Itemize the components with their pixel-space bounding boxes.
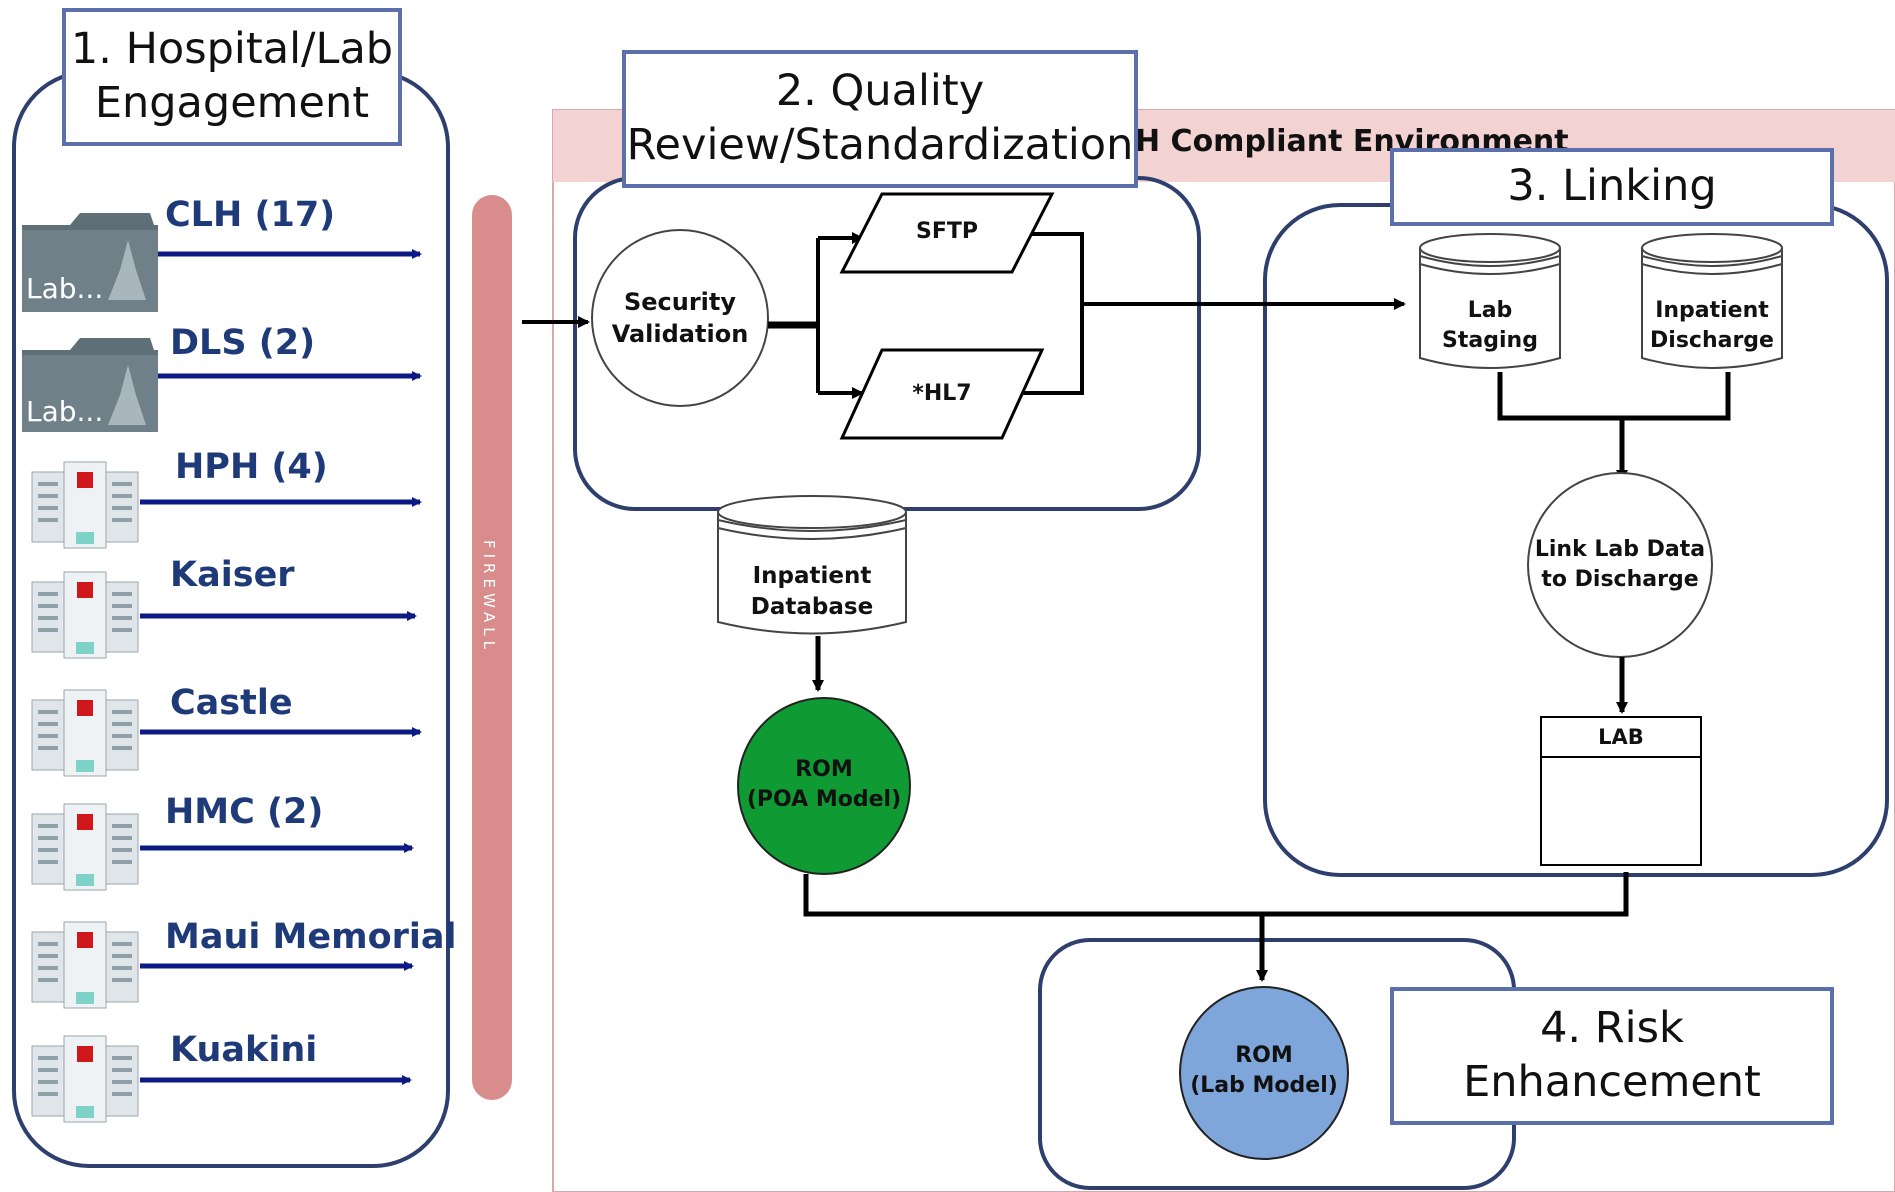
rom-poa-text: ROM (POA Model) [746, 757, 902, 812]
firewall-label: FIREWALL [480, 540, 498, 654]
rom-lab-text: ROM (Lab Model) [1190, 1043, 1338, 1098]
inpatient-discharge-db [1641, 233, 1783, 369]
source-label-kaiser: Kaiser [170, 555, 295, 595]
security-validation-node [591, 229, 769, 407]
hospital-icon [31, 921, 139, 1009]
hospital-icon [31, 689, 139, 777]
lab-folder-icon-text: Lab... [26, 395, 104, 428]
hospital-icon [31, 1035, 139, 1123]
source-label-clh: CLH (17) [165, 195, 336, 235]
link-lab-data-text: Link Lab Data to Discharge [1534, 537, 1706, 592]
security-validation-text: Security Validation [611, 287, 749, 348]
firewall-bar [472, 195, 512, 1100]
lab-table-node [1540, 716, 1702, 866]
hospital-icon [31, 461, 139, 549]
lab-staging-text: Lab Staging [1442, 298, 1538, 353]
lab-folder-icon-text: Lab... [26, 272, 104, 305]
source-label-castle: Castle [170, 683, 293, 723]
lab-folder-icon [22, 338, 158, 432]
source-label-hph: HPH (4) [175, 447, 328, 487]
source-label-dls: DLS (2) [170, 323, 316, 363]
hospital-icon [31, 571, 139, 659]
hl7-node [839, 348, 1045, 440]
source-label-kuakini: Kuakini [170, 1030, 318, 1070]
source-label-hmc: HMC (2) [165, 792, 324, 832]
sftp-node [839, 192, 1055, 274]
inpatient-discharge-text: Inpatient Discharge [1650, 298, 1774, 353]
stage-label-quality: 2. Quality Review/Standardization [622, 50, 1138, 188]
lab-staging-db [1419, 233, 1561, 369]
rom-poa-node [737, 697, 911, 875]
sftp-text: SFTP [915, 219, 978, 245]
stage-label-linking: 3. Linking [1390, 148, 1834, 226]
inpatient-database-db [717, 495, 907, 635]
stage-label-risk: 4. Risk Enhancement [1390, 987, 1834, 1125]
hl7-text: *HL7 [912, 381, 972, 407]
hospital-icon [31, 803, 139, 891]
stage-label-engagement: 1. Hospital/Lab Engagement [62, 8, 402, 146]
rom-lab-node [1179, 986, 1349, 1160]
lab-folder-icon [22, 213, 158, 312]
inpatient-database-text: Inpatient Database [750, 562, 874, 620]
source-label-maui: Maui Memorial [165, 917, 457, 957]
lab-table-text: LAB [1598, 724, 1644, 749]
